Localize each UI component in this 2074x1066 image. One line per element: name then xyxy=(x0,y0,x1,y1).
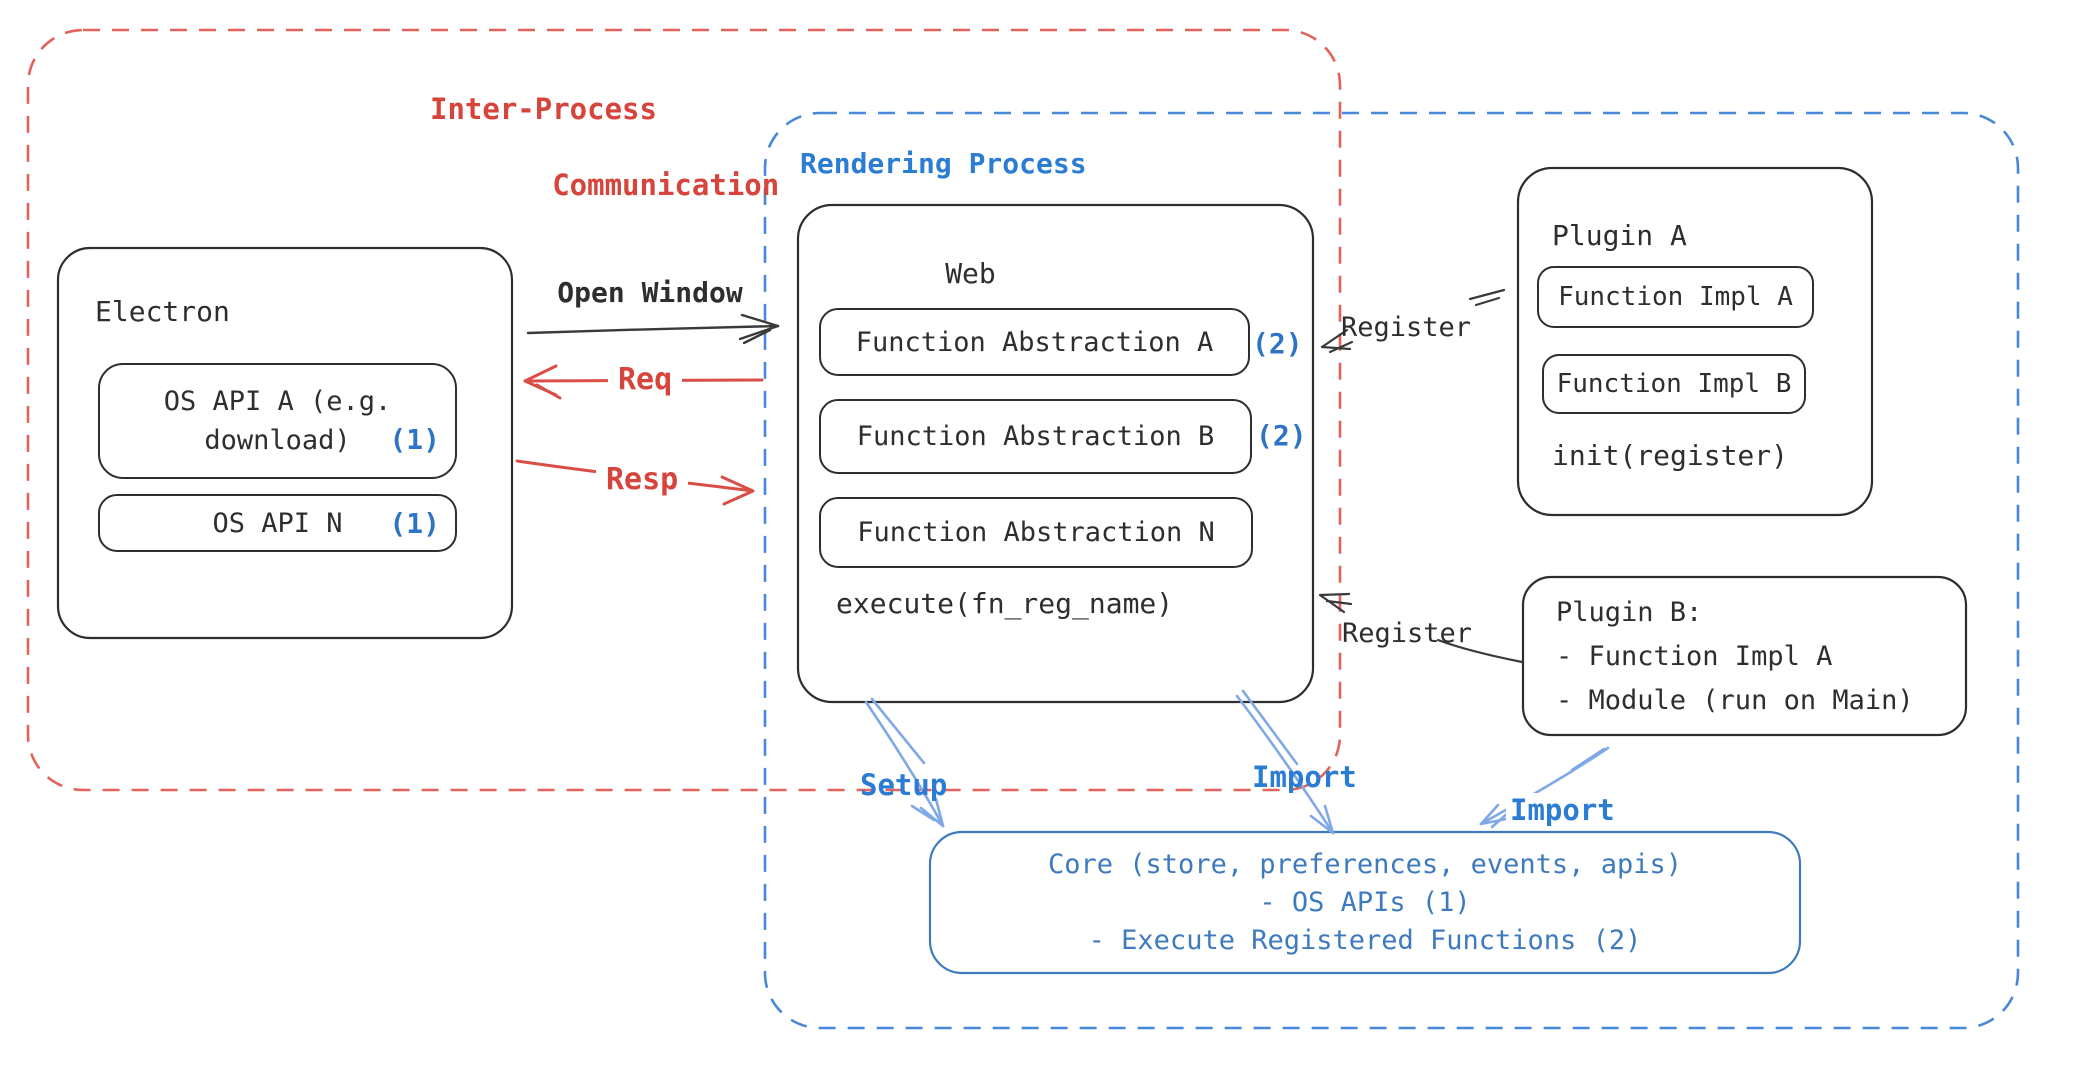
os-api-a-text-line1: OS API A (e.g. xyxy=(163,386,392,417)
function-abstraction-b-box xyxy=(819,399,1252,474)
plugin-b-box xyxy=(1521,575,1968,737)
import-plugin-arrow xyxy=(1479,746,1610,829)
function-abstraction-b-text: Function Abstraction B xyxy=(856,421,1215,452)
os-api-a-badge: (1) xyxy=(389,423,440,456)
os-api-a-box xyxy=(98,363,457,479)
os-api-a-text-line2: download) xyxy=(204,425,351,456)
import-plugin-label: Import xyxy=(1506,793,1619,827)
ipc-group-border xyxy=(26,28,1342,792)
function-impl-b-box xyxy=(1542,354,1806,414)
setup-arrow xyxy=(864,697,945,828)
web-title: Web xyxy=(945,257,996,290)
function-abstraction-n-box xyxy=(819,497,1253,568)
function-impl-a-text: Function Impl A xyxy=(1558,282,1793,312)
function-abstraction-a-badge: (2) xyxy=(1252,327,1303,360)
electron-title: Electron xyxy=(95,295,230,328)
register-b-label: Register xyxy=(1342,618,1473,649)
import-web-label: Import xyxy=(1252,760,1357,794)
web-box xyxy=(796,203,1315,704)
function-abstraction-a-text: Function Abstraction A xyxy=(855,326,1214,358)
core-line2: - OS APIs (1) xyxy=(1259,887,1471,918)
rendering-process-title: Rendering Process xyxy=(800,147,1087,180)
os-api-n-text: OS API N xyxy=(212,507,343,539)
plugin-b-line1: Plugin B: xyxy=(1556,596,1703,628)
plugin-b-line2: - Function Impl A xyxy=(1556,640,1833,672)
import-web-arrow xyxy=(1235,689,1335,835)
os-api-n-content: OS API N (1) xyxy=(99,495,456,551)
register-b-arrow xyxy=(1318,592,1524,664)
function-abstraction-a-box xyxy=(819,308,1250,376)
os-api-n-box xyxy=(98,494,457,552)
function-impl-a-box xyxy=(1537,266,1814,328)
core-box xyxy=(928,830,1802,975)
function-abstraction-b-badge: (2) xyxy=(1256,419,1307,452)
ipc-group-title: Inter-Process Communication xyxy=(430,90,779,204)
init-register-text: init(register) xyxy=(1552,439,1789,472)
resp-label: Resp xyxy=(596,462,689,497)
electron-box xyxy=(56,246,514,640)
os-api-a-content: OS API A (e.g. download) (1) xyxy=(99,364,456,478)
ipc-title-line2: Communication xyxy=(552,168,780,202)
register-a-label: Register xyxy=(1341,312,1472,343)
core-line3: - Execute Registered Functions (2) xyxy=(1088,925,1642,956)
os-api-n-badge: (1) xyxy=(389,506,440,540)
execute-text: execute(fn_reg_name) xyxy=(836,587,1174,620)
os-api-a-text-line2-row: download) (1) xyxy=(99,423,456,456)
rendering-process-group-border xyxy=(763,111,2020,1030)
req-label: Req xyxy=(608,362,683,397)
open-window-label: Open Window xyxy=(557,276,743,309)
open-window-arrow xyxy=(526,313,780,345)
core-line1: Core (store, preferences, events, apis) xyxy=(1048,849,1682,880)
plugin-b-line3: - Module (run on Main) xyxy=(1556,684,1914,716)
setup-label: Setup xyxy=(860,768,948,802)
function-abstraction-n-text: Function Abstraction N xyxy=(857,517,1215,548)
ipc-title-line1: Inter-Process xyxy=(430,92,657,126)
core-content: Core (store, preferences, events, apis) … xyxy=(930,832,1800,973)
plugin-b-content: Plugin B: - Function Impl A - Module (ru… xyxy=(1523,577,1966,735)
plugin-a-title: Plugin A xyxy=(1552,219,1687,252)
function-impl-b-text: Function Impl B xyxy=(1556,369,1792,399)
plugin-a-box xyxy=(1516,166,1874,517)
register-a-arrow xyxy=(1320,288,1506,354)
